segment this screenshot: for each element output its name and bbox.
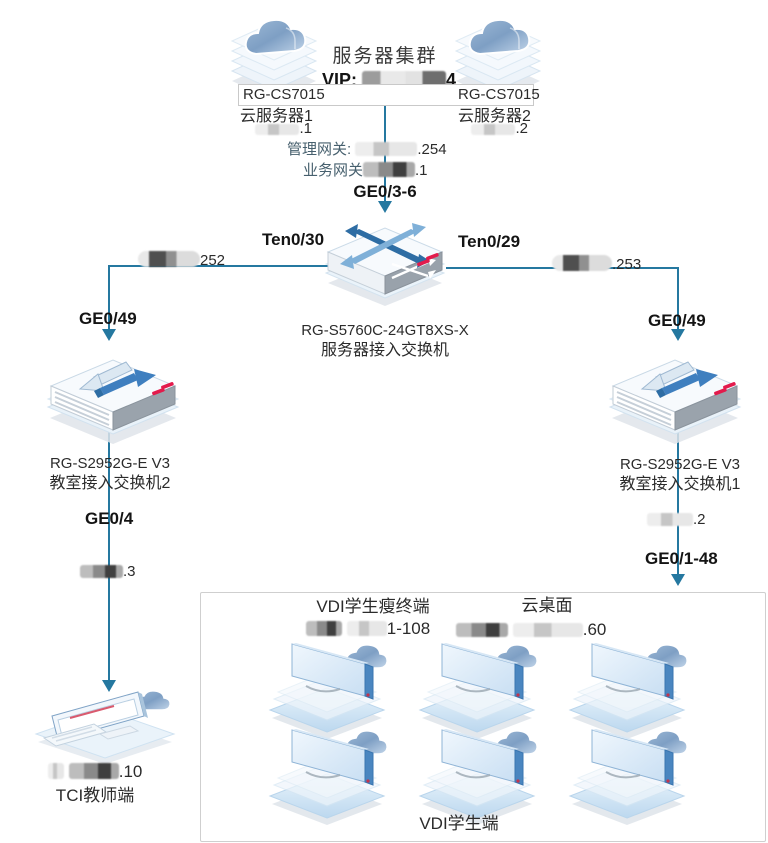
left-downlink-ip: .3	[80, 563, 136, 580]
vdi-terminal-icon	[569, 728, 689, 826]
redacted-mgmt-gateway-ip	[355, 142, 418, 156]
port-ge0-4: GE0/4	[85, 509, 134, 528]
right-switch-ip: .2	[647, 511, 706, 528]
right-switch-name: 教室接入交换机1	[619, 476, 741, 493]
mgmt-gateway: 管理网关: .254	[287, 141, 447, 158]
vdi-terminal-icon	[269, 728, 389, 826]
redacted-cloud-desktop-ip-1	[456, 623, 508, 637]
access-switch-icon-left	[47, 359, 179, 445]
vdi-thin-client-ip: 1-108	[306, 619, 430, 639]
teacher-name: TCI教师端	[55, 786, 135, 805]
arrowhead-to-teacher	[102, 680, 116, 692]
cloud-desktop-label: 云桌面	[521, 596, 573, 615]
cloud-desktop-ip: .60	[456, 620, 606, 640]
arrowhead-to-right-switch	[671, 329, 685, 341]
right-link-ip: .253	[552, 255, 641, 273]
server1-ip: .1	[240, 120, 312, 137]
arrowhead-to-core-switch	[378, 201, 392, 213]
vip-ip-suffix: 4	[446, 70, 457, 90]
core-switch-model: RG-S5760C-24GT8XS-X	[301, 322, 469, 339]
server2-model: RG-CS7015	[458, 86, 540, 103]
teacher-ip: .10	[48, 762, 142, 782]
redacted-thin-client-ip-1	[306, 621, 342, 636]
redacted-cloud-desktop-ip-2	[512, 623, 583, 637]
port-ge0-3-6: GE0/3-6	[353, 182, 417, 201]
vdi-thin-client-label: VDI学生瘦终端	[316, 597, 430, 616]
core-switch-icon	[324, 221, 446, 308]
server2-ip: .2	[450, 120, 528, 137]
biz-gateway: 业务网关.1	[303, 162, 428, 179]
redacted-server2-ip	[471, 124, 516, 135]
redacted-biz-gateway-ip	[363, 162, 416, 177]
server1-model: RG-CS7015	[243, 86, 325, 103]
redacted-left-downlink-ip	[80, 565, 123, 578]
port-ten0-30: Ten0/30	[262, 230, 325, 249]
port-ten0-29: Ten0/29	[458, 232, 521, 251]
redacted-server1-ip	[255, 124, 300, 135]
vdi-terminal-icon	[419, 728, 539, 826]
redacted-left-link-ip	[138, 251, 200, 267]
redacted-teacher-ip-1	[48, 763, 64, 779]
left-switch-name: 教室接入交换机2	[49, 475, 171, 492]
cluster-title: 服务器集群	[332, 46, 438, 67]
teacher-terminal-icon	[35, 689, 175, 765]
arrowhead-to-left-switch	[102, 329, 116, 341]
left-switch-model: RG-S2952G-E V3	[49, 455, 171, 472]
port-ge0-49-left: GE0/49	[79, 309, 137, 328]
arrowhead-to-vdi-group	[671, 574, 685, 586]
cluster-label-box	[238, 84, 534, 106]
port-ge0-1-48: GE0/1-48	[645, 549, 718, 568]
access-switch-icon-right	[609, 359, 741, 445]
port-ge0-49-right: GE0/49	[648, 311, 706, 330]
vdi-group-label: VDI学生端	[419, 814, 499, 833]
left-link-ip: 252	[138, 251, 225, 269]
server2-name: 云服务器2	[458, 108, 531, 125]
redacted-right-link-ip	[552, 255, 612, 271]
core-switch-name: 服务器接入交换机	[320, 342, 450, 359]
right-switch-model: RG-S2952G-E V3	[619, 456, 741, 473]
redacted-vip-ip	[362, 71, 447, 88]
redacted-thin-client-ip-2	[346, 621, 387, 636]
server1-name: 云服务器1	[240, 108, 313, 125]
redacted-right-switch-ip	[647, 513, 693, 526]
redacted-teacher-ip-2	[68, 763, 119, 779]
